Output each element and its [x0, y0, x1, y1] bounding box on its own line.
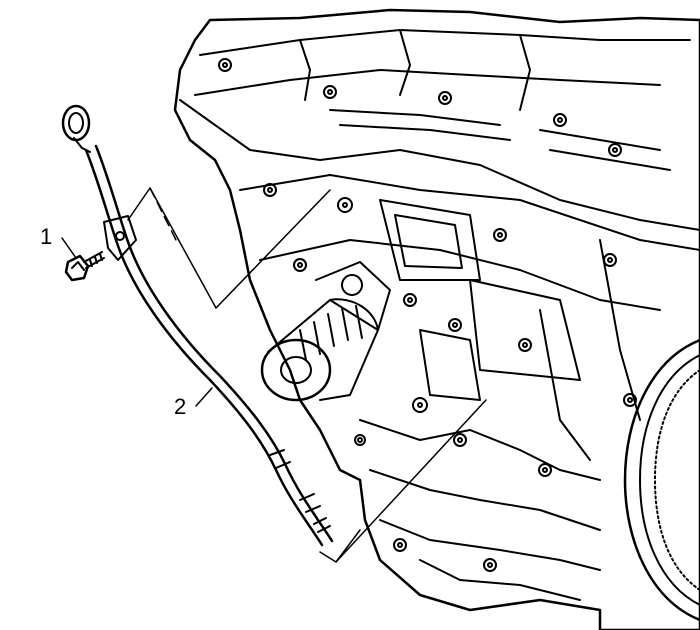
- leader-lines: [61, 187, 487, 563]
- callout-1-label: 1: [40, 224, 53, 249]
- callout-2-label: 2: [174, 394, 187, 419]
- engine-bolts: [218, 58, 637, 572]
- oil-filter: [260, 261, 391, 402]
- bolt: [64, 251, 105, 282]
- engine-block: [173, 8, 700, 630]
- dipstick-tube: [61, 104, 334, 547]
